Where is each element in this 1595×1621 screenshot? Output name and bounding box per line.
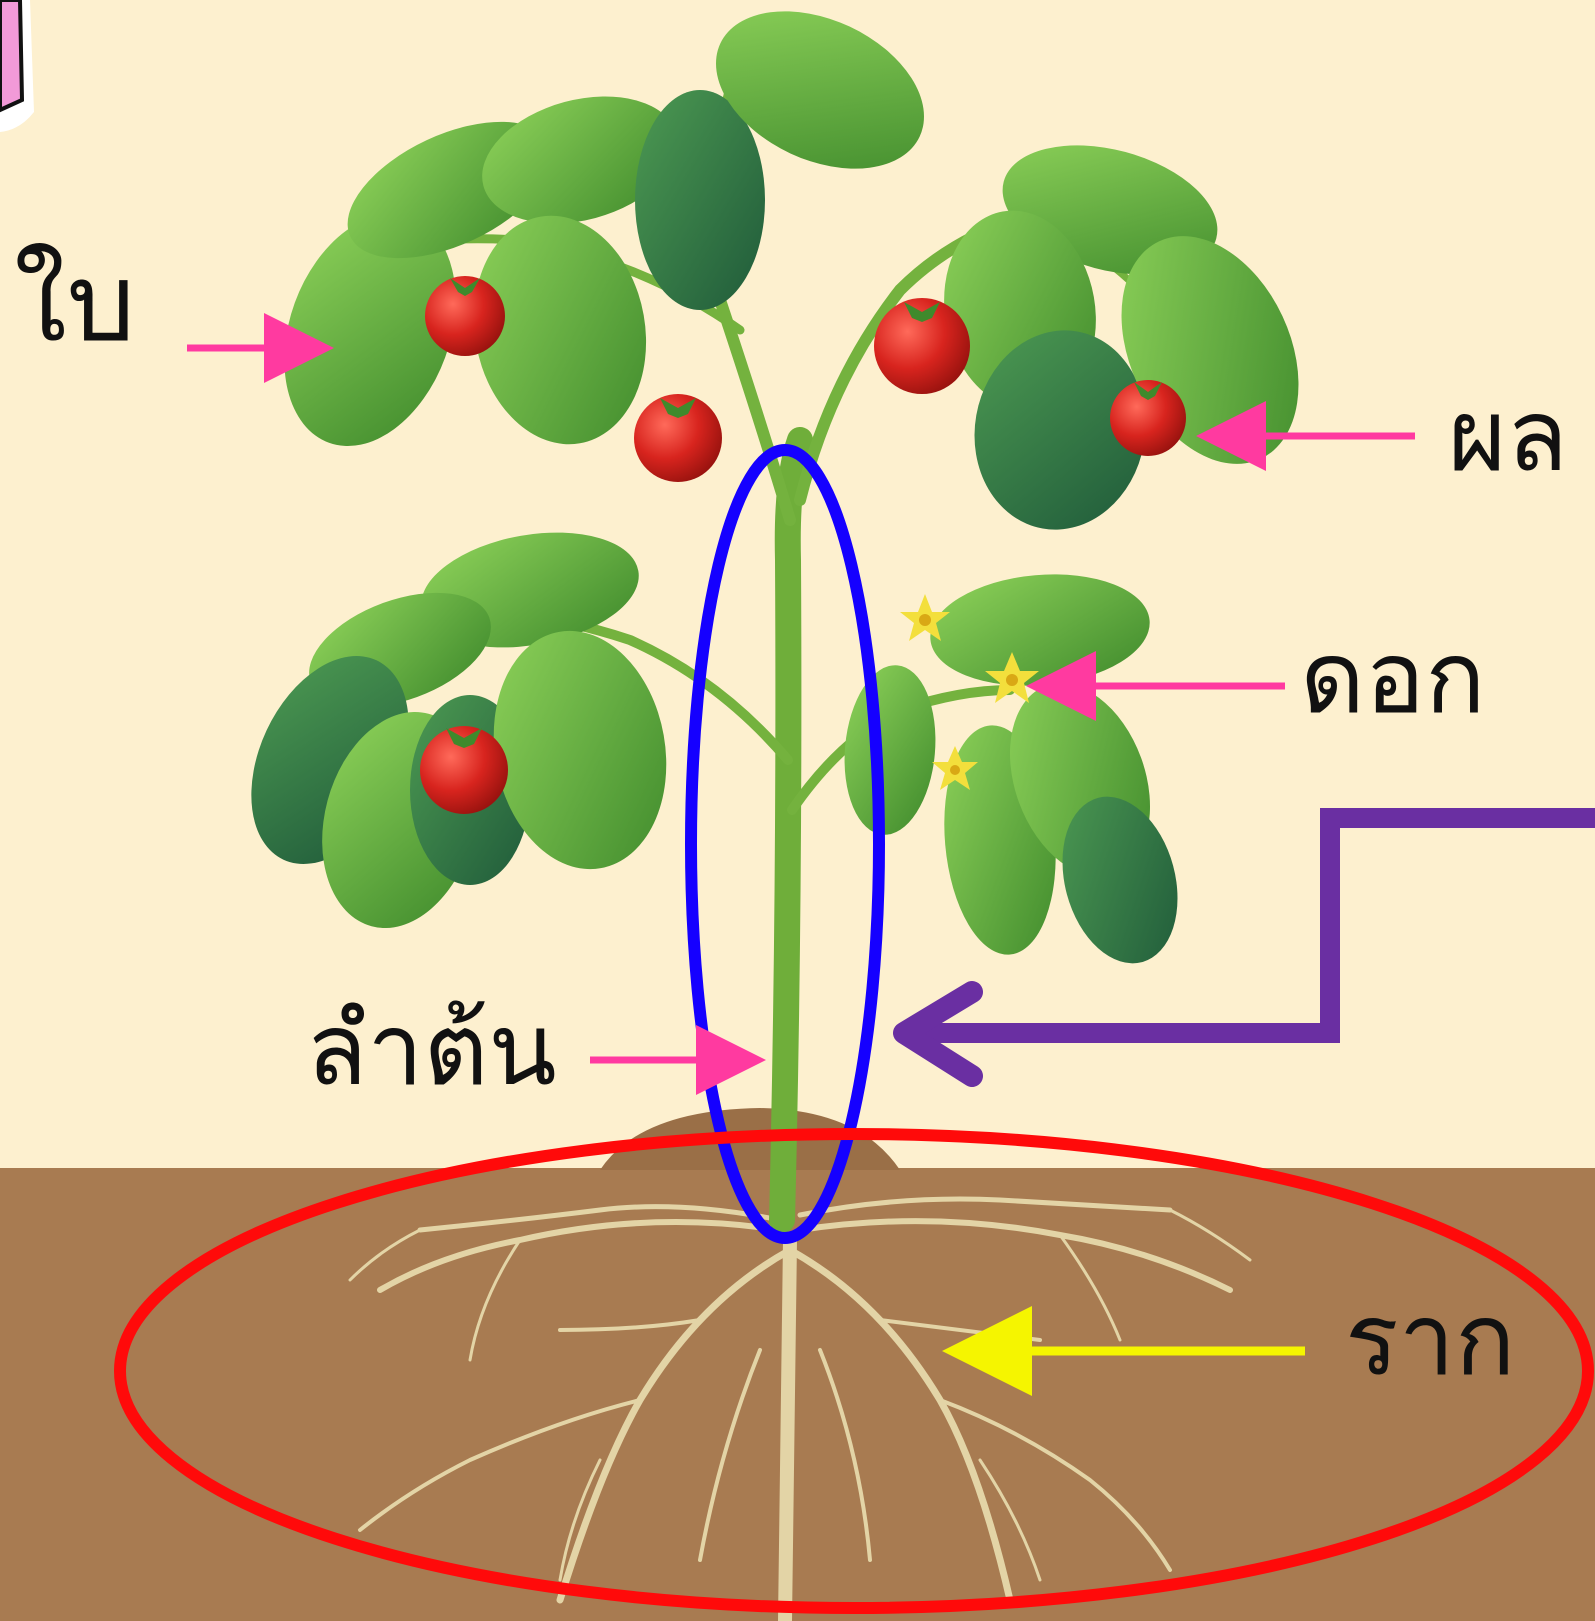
label-root: ราก: [1345, 1290, 1515, 1390]
tomato: [425, 276, 505, 356]
tomato: [634, 394, 722, 482]
label-fruit: ผล: [1448, 386, 1568, 486]
label-stem: ลำต้น: [306, 1000, 557, 1100]
tomato: [1110, 380, 1186, 456]
tomato: [874, 298, 970, 394]
label-leaf: ใบ: [14, 250, 135, 358]
corner-sticker: [0, 0, 34, 132]
tomato: [420, 726, 508, 814]
label-flower: ดอก: [1300, 628, 1486, 728]
